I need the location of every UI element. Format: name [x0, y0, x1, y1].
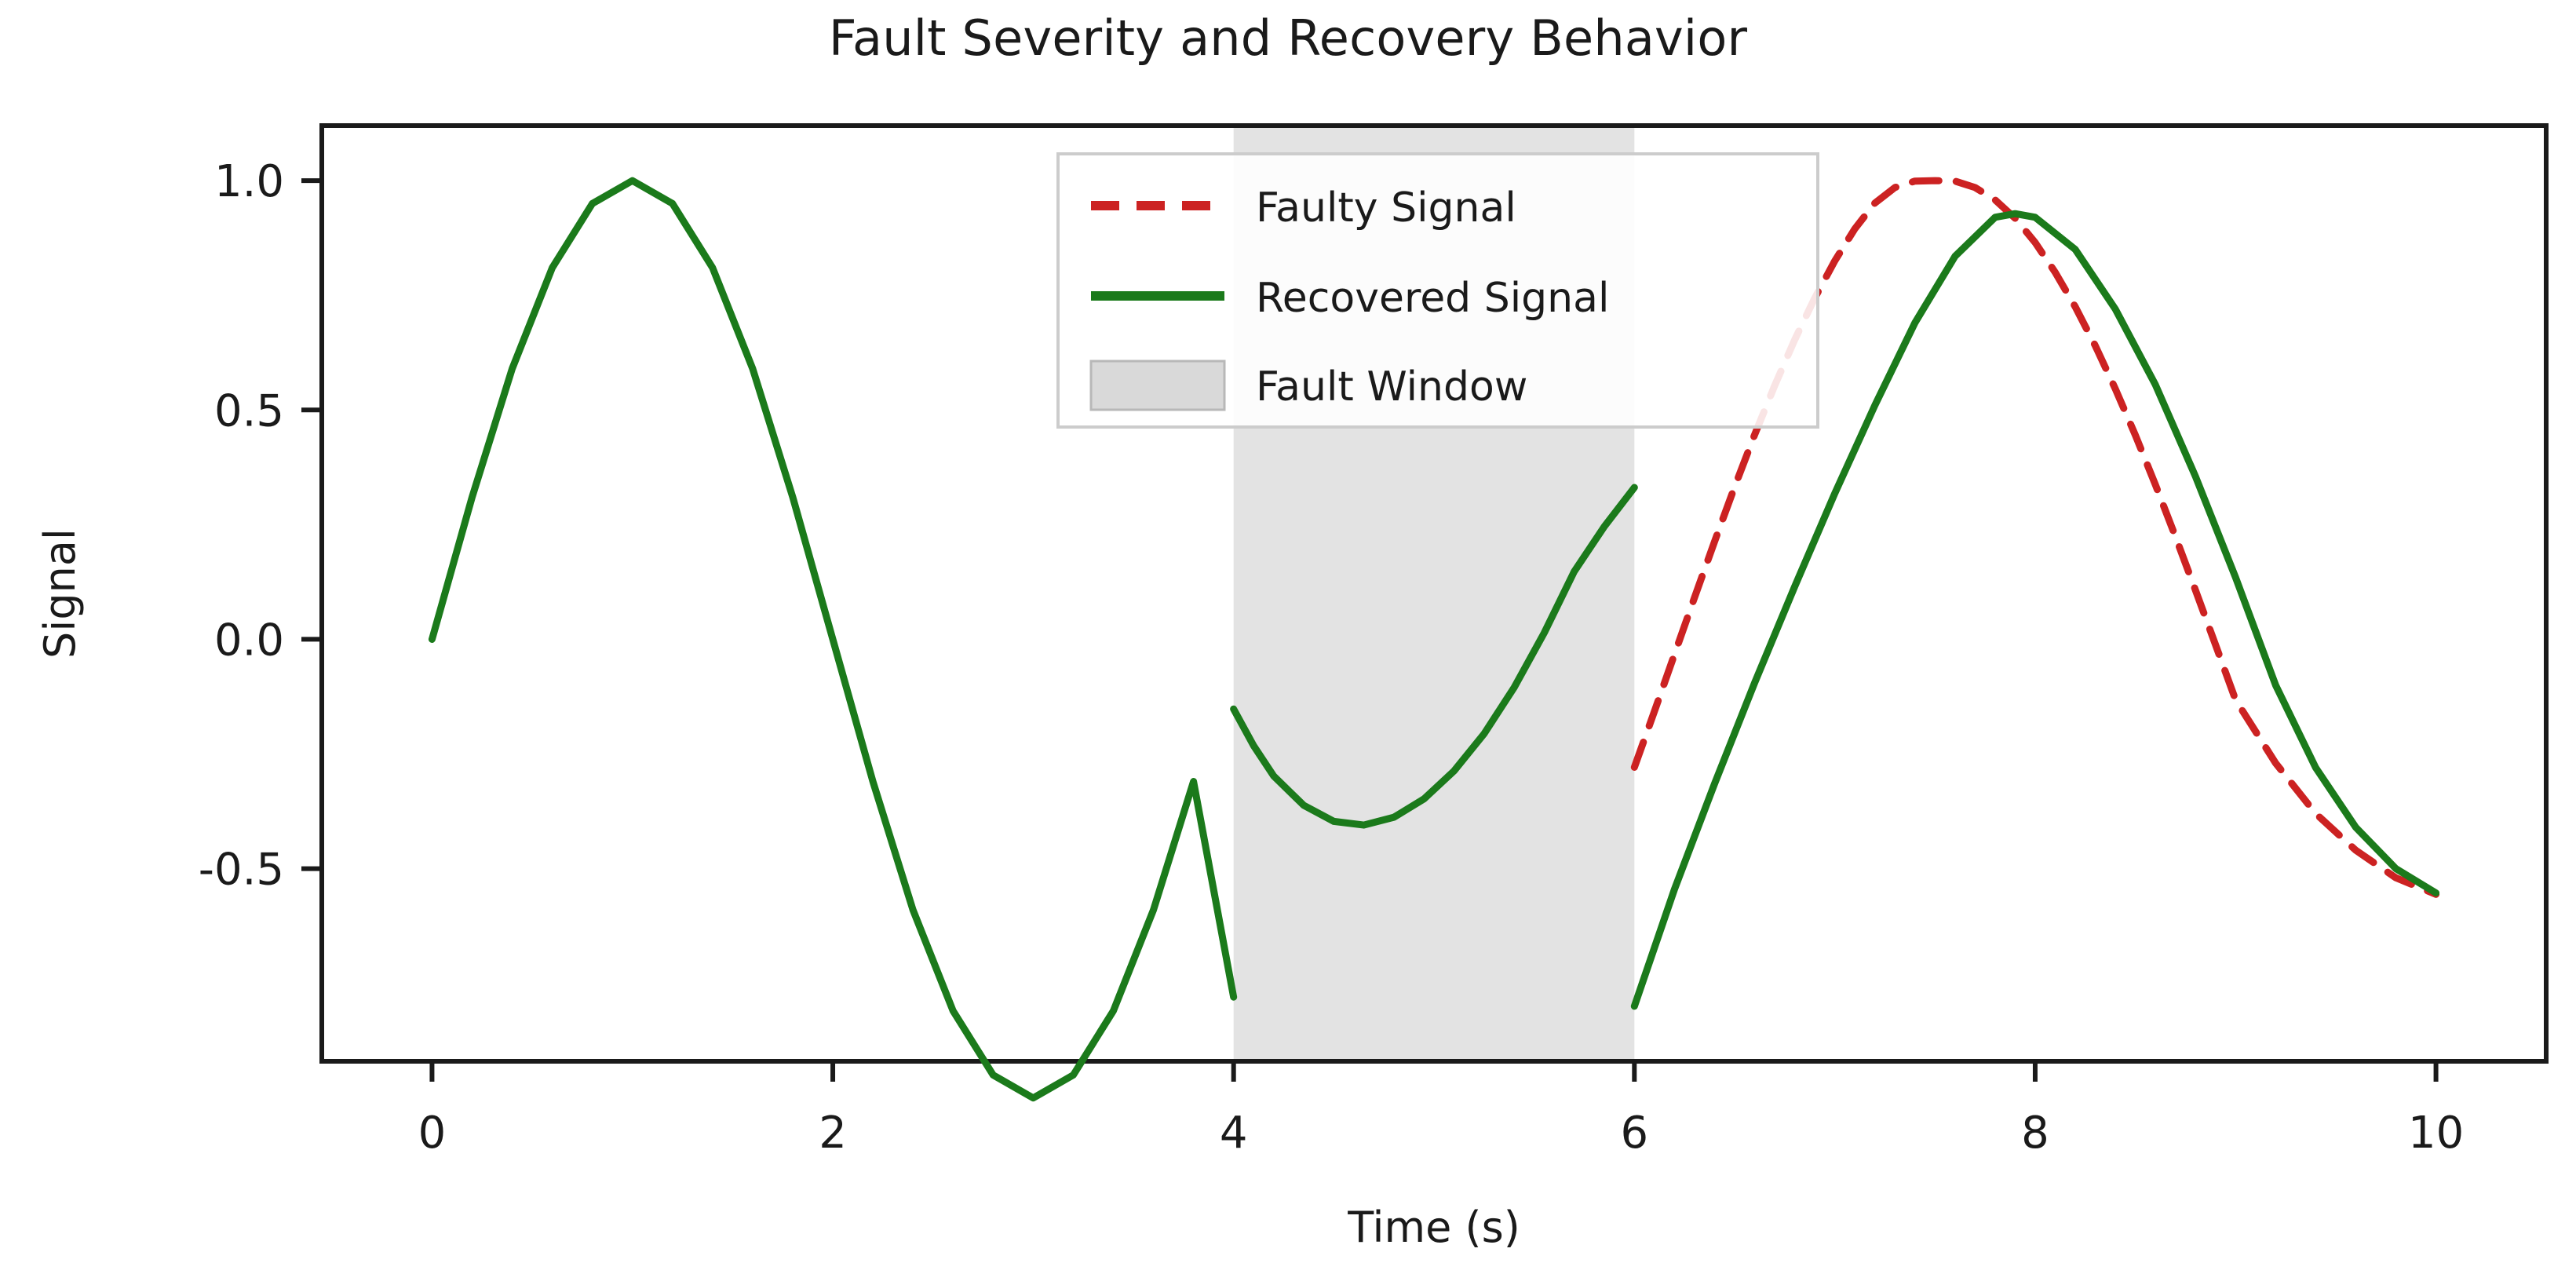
axis-spines: [319, 123, 2549, 1064]
series-line-recovered-signal-seg0: [428, 177, 1238, 1102]
y-axis-ticks: 1.0 0.5 0.0 -0.5: [199, 156, 322, 896]
legend-item-recovered-signal[interactable]: Recovered Signal: [1091, 275, 1609, 322]
series-line-recovered-signal-seg2: [1630, 210, 2440, 1010]
axes-frame: [319, 123, 2549, 1064]
x-tick-label: 6: [1620, 1108, 1648, 1159]
x-tick-label: 4: [1220, 1108, 1248, 1159]
x-tick-label: 2: [819, 1108, 847, 1159]
x-tick-label: 10: [2408, 1108, 2464, 1159]
chart-legend[interactable]: Faulty Signal Recovered Signal Fault Win…: [1056, 152, 1819, 429]
series-line-faulty-signal: [1630, 177, 2440, 898]
legend-label-faulty-signal: Faulty Signal: [1256, 184, 1516, 232]
y-tick-label: -0.5: [199, 845, 284, 896]
data-series-group: [428, 177, 2440, 1102]
legend-swatch-patch: [1089, 360, 1226, 411]
legend-label-fault-window: Fault Window: [1256, 363, 1527, 411]
chart-title: Fault Severity and Recovery Behavior: [828, 9, 1748, 67]
x-axis-ticks: 0 2 4 6 8 10: [418, 1061, 2464, 1159]
y-tick-label: 0.5: [214, 385, 284, 436]
y-tick-label: 0.0: [214, 615, 284, 666]
y-axis-label: Signal: [35, 528, 85, 659]
legend-item-fault-window[interactable]: Fault Window: [1089, 360, 1527, 411]
legend-label-recovered-signal: Recovered Signal: [1256, 275, 1609, 322]
x-axis-label: Time (s): [1347, 1203, 1520, 1252]
legend-item-faulty-signal[interactable]: Faulty Signal: [1091, 184, 1516, 232]
x-tick-label: 8: [2021, 1108, 2049, 1159]
x-tick-label: 0: [418, 1108, 447, 1159]
y-tick-label: 1.0: [214, 156, 284, 207]
series-line-recovered-signal-seg1: [1230, 484, 1638, 829]
